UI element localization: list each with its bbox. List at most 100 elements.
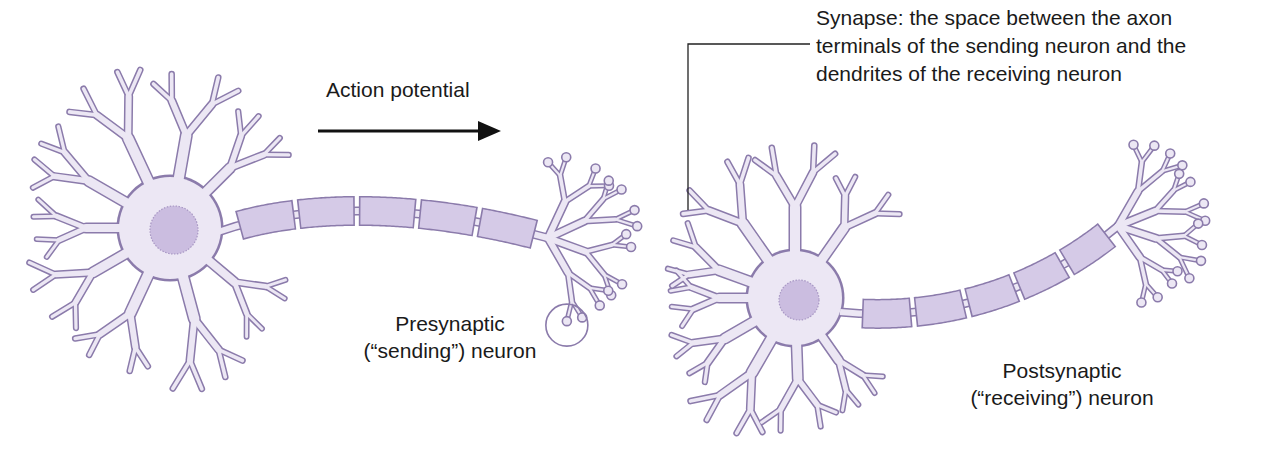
branch: [565, 186, 589, 202]
branch-outline: [740, 184, 743, 223]
branch: [129, 70, 141, 96]
branch-outline: [33, 176, 54, 187]
branch: [693, 339, 725, 343]
branch: [173, 360, 190, 388]
terminal-bulb: [1185, 274, 1194, 283]
myelin-sheath: [300, 211, 353, 214]
branch-outline: [696, 247, 719, 270]
branch: [97, 115, 128, 138]
branch-outline: [59, 228, 86, 240]
myelin-sheath-outline: [915, 304, 964, 312]
branch: [842, 196, 848, 227]
branch: [750, 372, 752, 409]
terminal-bulb: [630, 206, 639, 215]
branch-outline: [727, 162, 739, 185]
branch-outline: [813, 146, 814, 173]
branch: [186, 104, 212, 135]
terminal-bulb: [627, 242, 636, 251]
terminal-bulb: [604, 286, 613, 295]
branch-outline: [234, 282, 246, 314]
terminal-bulb: [595, 301, 604, 310]
branch: [37, 238, 59, 242]
myelin-sheath-outline: [862, 312, 911, 314]
myelin-sheath: [360, 211, 413, 214]
branch-outline: [740, 158, 749, 184]
branch-outline: [690, 190, 709, 210]
branch-outline: [846, 390, 859, 405]
branch: [683, 211, 709, 214]
neuron-label: Postsynaptic (“receiving”) neuron: [957, 357, 1167, 411]
branch-outline: [584, 219, 615, 221]
branch: [1140, 257, 1146, 284]
branch-outline: [100, 313, 130, 334]
branch-outline: [795, 172, 813, 207]
branch: [817, 405, 820, 427]
terminal-bulb: [604, 176, 613, 185]
branch-outline: [737, 409, 751, 433]
branch: [41, 144, 64, 153]
axon-outline: [218, 211, 548, 238]
branch: [777, 176, 795, 207]
terminal-bulb: [622, 230, 631, 239]
myelin-sheath: [241, 215, 293, 225]
branch: [245, 314, 248, 337]
branch-outline: [97, 115, 128, 138]
branch: [1156, 238, 1179, 257]
branch-outline: [720, 372, 752, 395]
branch-outline: [186, 104, 212, 135]
branch-outline: [875, 210, 900, 217]
terminal-bulb: [1153, 293, 1162, 302]
branch-outline: [693, 298, 719, 309]
branch: [690, 190, 709, 210]
branch: [844, 213, 875, 227]
branch: [691, 395, 721, 401]
branch-outline: [798, 379, 817, 405]
branch: [846, 390, 859, 405]
myelin-sheath-outline: [298, 211, 354, 214]
branch: [117, 72, 128, 96]
branch: [29, 263, 55, 275]
branch: [266, 286, 285, 298]
branch: [264, 153, 289, 157]
branch-outline: [29, 263, 55, 275]
branch: [125, 96, 131, 138]
neuron-label: Presynaptic (“sending”) neuron: [355, 310, 545, 364]
terminal-bulb: [562, 153, 571, 162]
branch-outline: [863, 375, 875, 393]
branch: [586, 245, 612, 252]
terminal-bulb: [1197, 241, 1206, 250]
branch-outline: [836, 178, 845, 196]
branch-outline: [266, 286, 285, 298]
branch: [33, 275, 56, 290]
terminal-bulb: [1173, 267, 1182, 276]
branch-outline: [683, 211, 709, 214]
terminal-bulb: [1166, 149, 1175, 158]
branch: [560, 176, 565, 202]
myelin-sheath: [481, 223, 533, 234]
branch: [875, 212, 900, 216]
branch: [672, 335, 694, 343]
branch: [709, 211, 743, 224]
branch-outline: [1155, 191, 1173, 212]
branch-outline: [1155, 208, 1185, 215]
terminal-bulb: [1150, 141, 1159, 150]
branch-outline: [33, 275, 56, 290]
branch: [135, 347, 147, 366]
branch: [75, 334, 100, 338]
branch-outline: [863, 375, 883, 376]
branch-outline: [586, 252, 604, 275]
branch-outline: [52, 303, 75, 317]
branch: [234, 282, 265, 286]
branch-outline: [777, 176, 795, 207]
branch: [813, 146, 814, 173]
branch: [130, 313, 135, 347]
terminal-bulb: [1194, 219, 1203, 228]
terminal-bulb: [562, 317, 571, 326]
branch: [836, 178, 845, 196]
myelin-sheath: [917, 304, 963, 312]
branch: [586, 252, 604, 275]
branch: [845, 177, 855, 196]
branch: [34, 160, 54, 177]
branch: [219, 350, 226, 377]
branch: [1155, 209, 1185, 213]
